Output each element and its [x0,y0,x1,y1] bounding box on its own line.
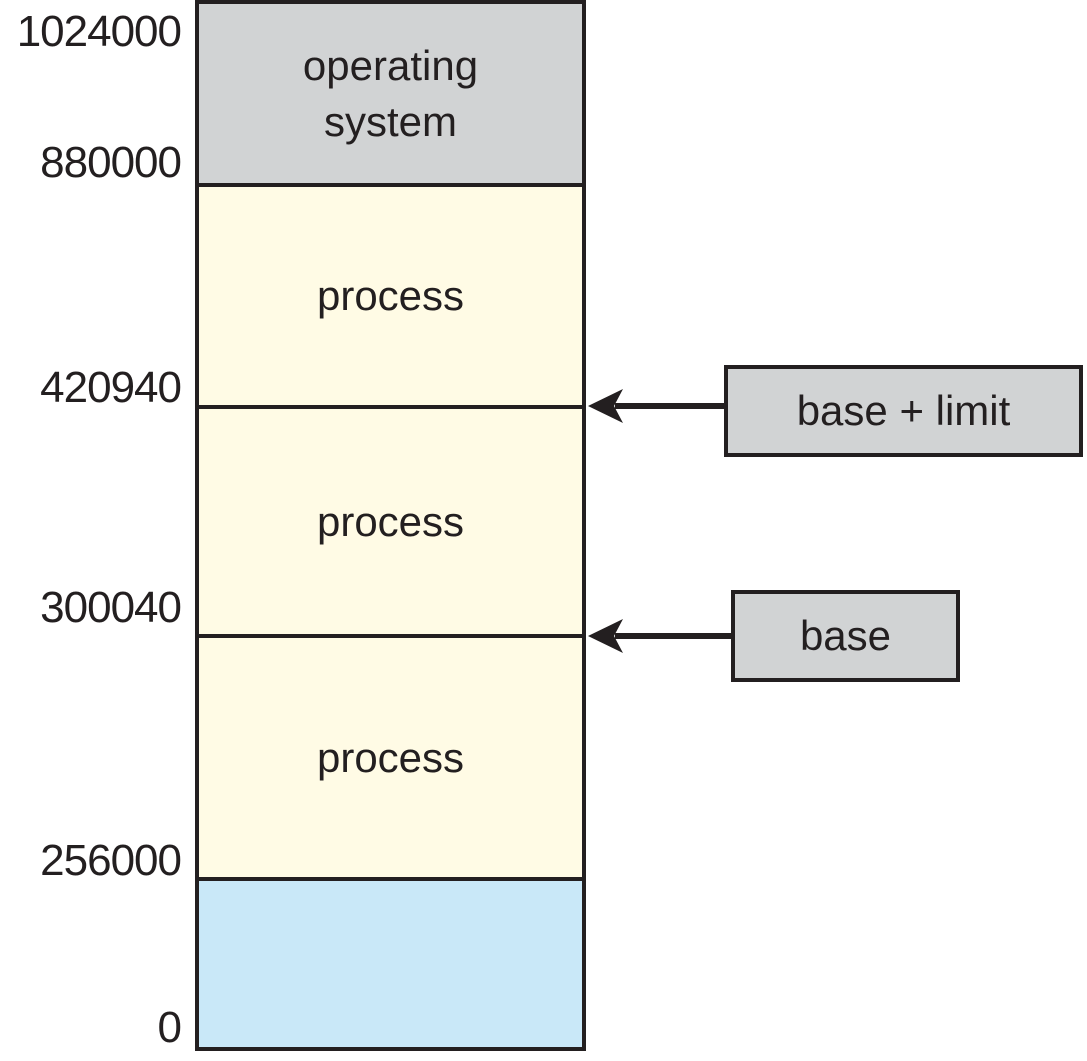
segment-operating-system: operating system [199,4,582,187]
segment-process-high: process [199,187,582,409]
base-plus-limit-box: base + limit [724,365,1083,457]
address-label-256000: 256000 [40,836,182,885]
memory-column: operating system process process process [195,0,586,1051]
segment-free-space [199,881,582,1047]
address-label-300040: 300040 [40,583,182,632]
base-plus-limit-label: base + limit [796,387,1011,434]
base-arrow [588,619,733,653]
address-label-420940: 420940 [40,363,182,412]
segment-label-process-low: process [316,733,465,781]
base-box: base [731,590,960,682]
address-label-1024000: 1024000 [16,7,182,56]
address-label-0: 0 [157,1003,182,1052]
base-plus-limit-arrow [588,389,726,423]
segment-process-middle: process [199,409,582,638]
base-label: base [799,612,892,659]
segment-process-low: process [199,638,582,881]
address-label-880000: 880000 [40,138,182,187]
segment-label-operating-system: operating system [302,42,479,145]
segment-label-process-middle: process [316,497,465,545]
segment-label-process-high: process [316,272,465,320]
